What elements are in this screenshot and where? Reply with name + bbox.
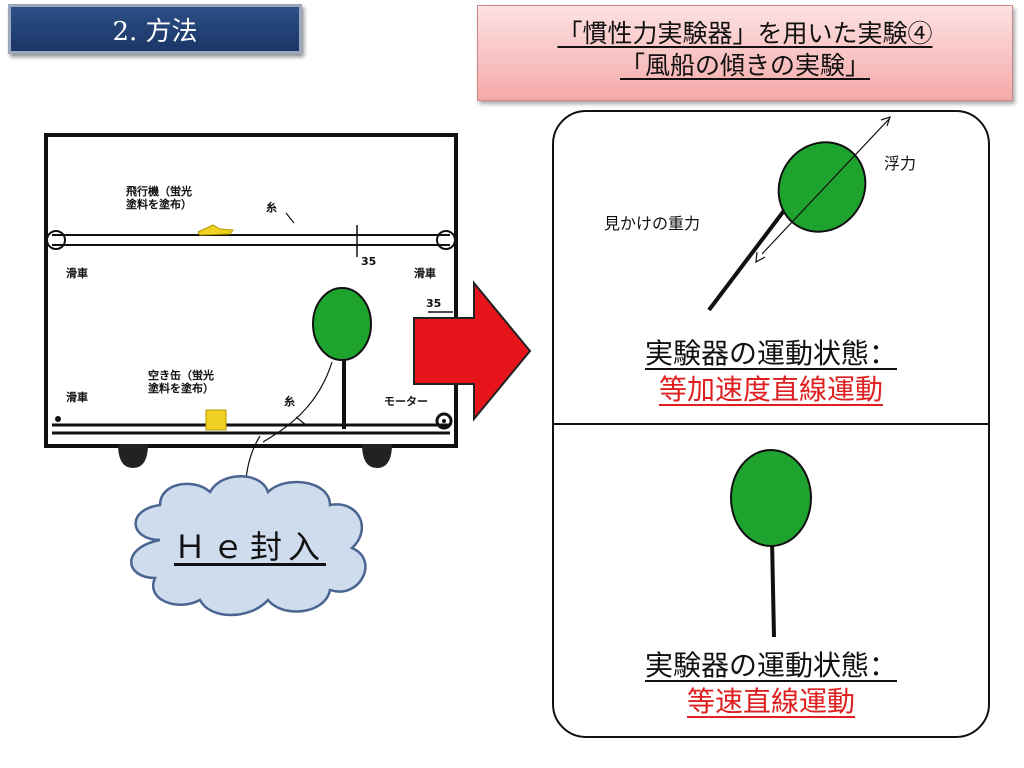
inertia-apparatus-diagram: 飛行機（蛍光 塗料を塗布） 糸 35 滑車 滑車 35 空き缶（蛍光 塗料を塗布… <box>44 133 458 448</box>
top-state-caption: 実験器の運動状態： <box>644 337 897 370</box>
bottom-state-label: 実験器の運動状態： 等速直線運動 <box>554 648 988 720</box>
balloon-icon <box>312 287 372 361</box>
string-label-top: 糸 <box>266 201 277 214</box>
airplane-icon <box>197 224 234 236</box>
bottom-state-value: 等速直線運動 <box>686 685 855 718</box>
slide-title: 「慣性力実験器」を用いた実験④ 「風船の傾きの実験」 <box>477 5 1013 101</box>
motion-state-panel: 浮力 見かけの重力 実験器の運動状態： 等加速度直線運動 実験器の運動状態： 等… <box>552 110 990 738</box>
section-title: 2. 方法 <box>112 17 198 47</box>
can-icon <box>205 409 227 431</box>
pulley-icon <box>436 230 454 250</box>
top-state-value: 等加速度直線運動 <box>658 373 883 406</box>
pulley-label-top-left: 滑車 <box>66 267 88 280</box>
airplane-label: 飛行機（蛍光 塗料を塗布） <box>126 185 192 211</box>
bottom-state-caption: 実験器の運動状態： <box>644 649 897 682</box>
can-label: 空き缶（蛍光 塗料を塗布） <box>148 369 214 395</box>
panel-divider <box>554 423 988 425</box>
buoyancy-label: 浮力 <box>884 154 917 173</box>
top-state-label: 実験器の運動状態： 等加速度直線運動 <box>554 336 988 408</box>
balloon-tilted-icon <box>777 141 867 233</box>
motor-label: モーター <box>384 395 428 408</box>
dimension-label-right: 35 <box>426 297 442 310</box>
balloon-upright-icon <box>730 449 812 547</box>
gravity-arrow-icon <box>755 251 766 264</box>
buoyancy-arrow-icon <box>761 117 891 255</box>
cloud-label: Ｈｅ封入 <box>173 528 326 566</box>
dimension-label-top: 35 <box>361 255 377 268</box>
balloon-diagrams <box>707 116 891 638</box>
pulley-label-bottom-left: 滑車 <box>66 391 88 404</box>
apparent-gravity-label: 見かけの重力 <box>604 214 701 233</box>
pulley-label-top-right: 滑車 <box>414 267 436 280</box>
section-badge: 2. 方法 <box>8 4 302 54</box>
title-line-2: 「風船の傾きの実験」 <box>619 51 870 80</box>
title-line-1: 「慣性力実験器」を用いた実験④ <box>557 19 933 48</box>
pulley-icon <box>48 230 66 250</box>
string-label-bottom: 糸 <box>284 395 295 408</box>
